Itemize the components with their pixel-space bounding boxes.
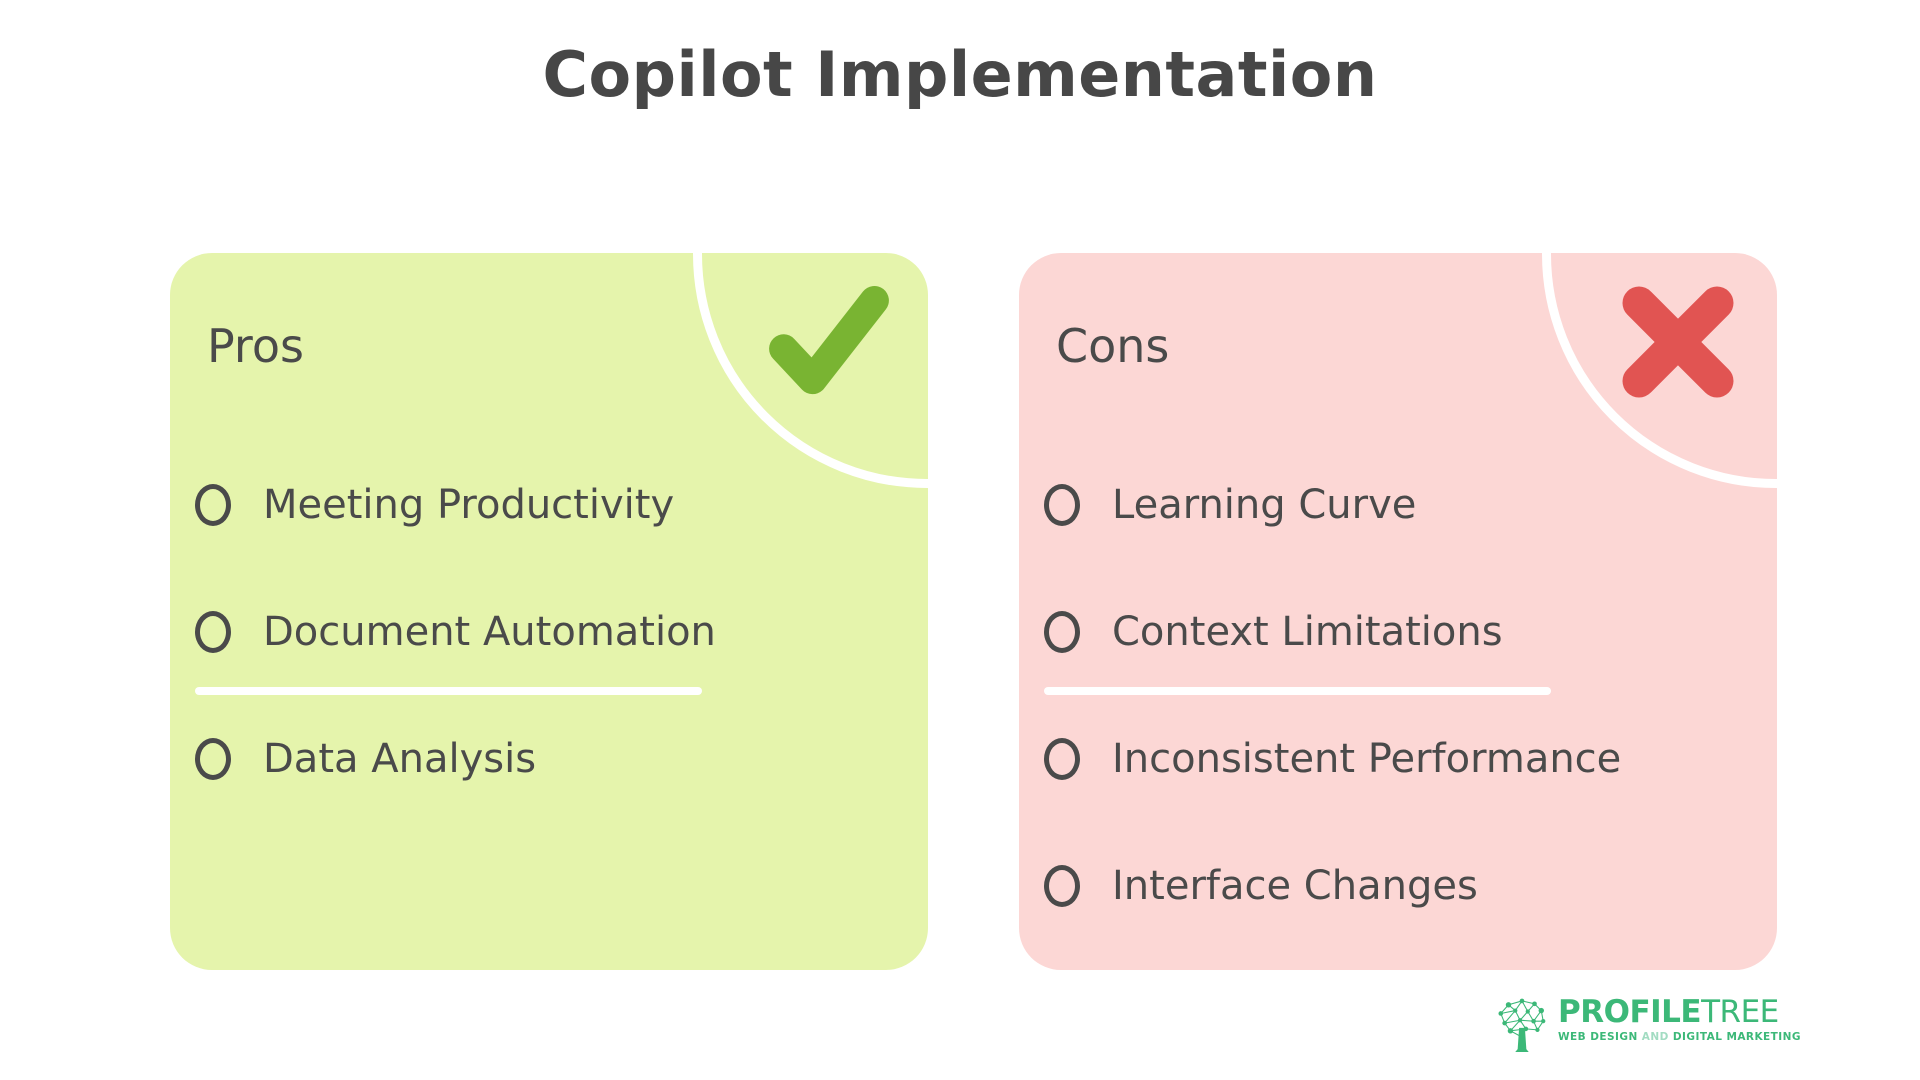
tagline-part2: DIGITAL MARKETING	[1672, 1031, 1801, 1043]
list-item-label: Data Analysis	[263, 736, 537, 782]
bullet-circle-icon	[195, 611, 231, 653]
tagline-and: AND	[1641, 1031, 1669, 1043]
divider-line	[1044, 687, 1551, 695]
profiletree-tagline: WEB DESIGN AND DIGITAL MARKETING	[1558, 1031, 1801, 1043]
list-item-label: Context Limitations	[1112, 609, 1503, 655]
pros-header: Pros	[207, 319, 304, 373]
divider-line	[195, 687, 702, 695]
pros-list: Meeting Productivity Document Automation…	[195, 481, 716, 783]
profiletree-logo-text: PROFILETREE WEB DESIGN AND DIGITAL MARKE…	[1558, 995, 1801, 1043]
list-item: Inconsistent Performance	[1044, 735, 1621, 783]
list-item-label: Meeting Productivity	[263, 482, 675, 528]
x-icon	[1622, 286, 1734, 398]
bullet-circle-icon	[195, 484, 231, 526]
tagline-part1: WEB DESIGN	[1558, 1031, 1638, 1043]
brand-light: TREE	[1701, 994, 1779, 1030]
cons-header: Cons	[1056, 319, 1170, 373]
bullet-circle-icon	[1044, 611, 1080, 653]
bullet-circle-icon	[1044, 738, 1080, 780]
bullet-circle-icon	[1044, 484, 1080, 526]
check-icon	[769, 285, 889, 395]
cons-card: Cons Learning Curve Context Limitations …	[1019, 253, 1777, 970]
list-item: Interface Changes	[1044, 862, 1621, 910]
brand-bold: PROFILE	[1558, 994, 1702, 1030]
pros-card: Pros Meeting Productivity Document Autom…	[170, 253, 928, 970]
list-item: Document Automation	[195, 608, 716, 656]
list-item: Context Limitations	[1044, 608, 1621, 656]
profiletree-brand: PROFILETREE	[1558, 995, 1801, 1029]
bullet-circle-icon	[195, 738, 231, 780]
list-item: Data Analysis	[195, 735, 716, 783]
list-item-label: Learning Curve	[1112, 482, 1417, 528]
list-item-label: Inconsistent Performance	[1112, 736, 1622, 782]
page-title: Copilot Implementation	[542, 38, 1378, 111]
profiletree-logo: PROFILETREE WEB DESIGN AND DIGITAL MARKE…	[1495, 995, 1801, 1057]
list-item: Meeting Productivity	[195, 481, 716, 529]
cons-list: Learning Curve Context Limitations Incon…	[1044, 481, 1621, 910]
profiletree-tree-icon	[1498, 998, 1546, 1053]
list-item: Learning Curve	[1044, 481, 1621, 529]
list-item-label: Interface Changes	[1112, 863, 1478, 909]
list-item-label: Document Automation	[263, 609, 716, 655]
bullet-circle-icon	[1044, 865, 1080, 907]
